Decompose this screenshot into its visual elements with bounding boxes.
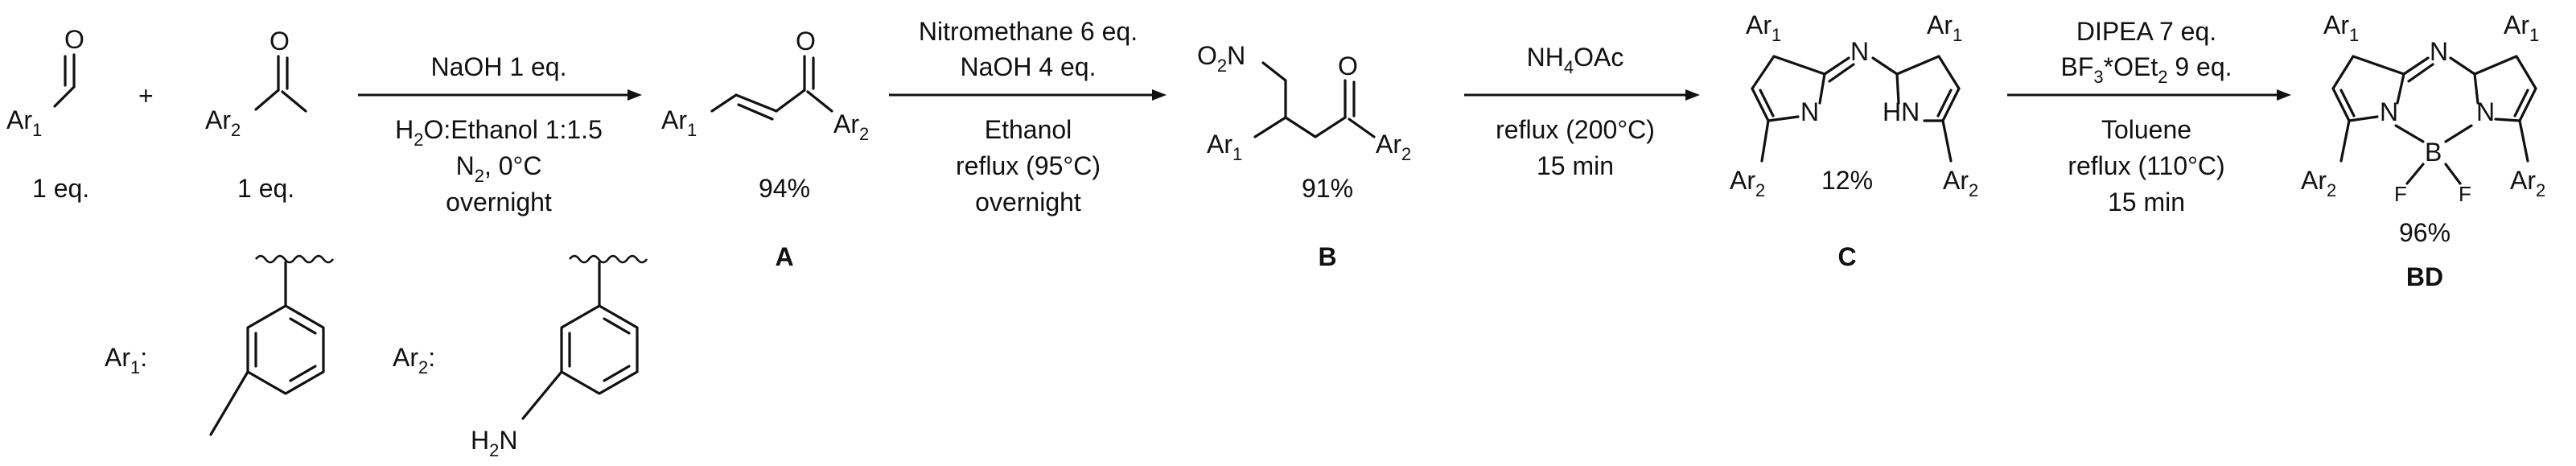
ar2-attachment-wavy-line [568,254,648,264]
ketone-oxygen: O [270,27,290,56]
A-ar1-label: Ar1 [661,105,697,140]
compound-B: O2N O Ar1 Ar2 91% B [1197,41,1411,271]
step1-atmosphere: N2, 0°C [456,151,542,186]
BD-ar2-left: Ar2 [2301,166,2336,200]
B-ar1-label: Ar1 [1207,130,1242,164]
step1-time: overnight [446,188,552,217]
step4-time: 15 min [2108,188,2185,217]
step4-solvent: Toluene [2101,115,2191,144]
step2-time: overnight [975,188,1081,217]
ar2-benzene-ring [560,304,639,395]
aldehyde-oxygen: O [64,25,84,54]
BD-ar1-left: Ar1 [2323,10,2359,45]
BD-fluorine-right: F [2459,182,2471,206]
reaction-step-1: NaOH 1 eq. H2O:Ethanol 1:1.5 N2, 0°C ove… [358,52,642,217]
reaction-step-4: DIPEA 7 eq. BF3*OEt2 9 eq. Toluene reflu… [2007,17,2291,217]
ar2-definition: Ar2: H2N [393,254,648,460]
BD-label: BD [2406,262,2443,291]
BD-N-bridge: N [2430,37,2448,66]
ketone-equiv: 1 eq. [237,174,294,203]
ar1-definition: Ar1: [105,254,335,436]
ketone-ar-label: Ar2 [205,105,241,140]
reaction-step-2: Nitromethane 6 eq. NaOH 4 eq. Ethanol re… [889,17,1167,217]
BD-ar2-right: Ar2 [2510,166,2545,200]
C-N-left: N [1800,97,1819,126]
A-yield: 94% [759,174,810,203]
A-label: A [775,242,793,271]
BD-N-left: N [2380,97,2398,126]
ar1-attachment-wavy-line [254,254,335,264]
C-ar2-left: Ar2 [1730,166,1765,200]
C-ar1-right: Ar1 [1927,10,1962,45]
compound-C: N N HN Ar1 Ar1 Ar2 Ar2 12% C [1730,10,1978,271]
aldehyde-reagent: Ar1 O 1 eq. [6,25,89,203]
ar1-benzene-ring [246,304,325,395]
step2-solvent: Ethanol [985,115,1072,144]
C-ar1-left: Ar1 [1746,10,1781,45]
BD-fluorine-left: F [2394,182,2407,206]
step3-time: 15 min [1537,151,1614,180]
aldehyde-equiv: 1 eq. [32,174,89,203]
C-yield: 12% [1821,166,1873,195]
step1-reagent: NaOH 1 eq. [431,52,567,81]
B-oxygen: O [1338,52,1358,80]
B-label: B [1318,242,1336,271]
step1-solvent: H2O:Ethanol 1:1.5 [395,115,603,150]
C-ar2-right: Ar2 [1943,166,1978,200]
step2-reagent-2: NaOH 4 eq. [961,52,1097,81]
ar2-def-label: Ar2: [393,343,435,377]
step2-reagent-1: Nitromethane 6 eq. [919,17,1138,46]
plus-sign: + [138,81,154,110]
ar1-def-label: Ar1: [105,343,147,377]
BD-yield: 96% [2399,218,2450,247]
compound-A: Ar1 O Ar2 94% A [661,27,869,271]
step4-reagent-1: DIPEA 7 eq. [2076,17,2216,46]
ketone-reagent: Ar2 O 1 eq. [205,27,307,203]
step4-reagent-2: BF3*OEt2 9 eq. [2060,52,2232,87]
BD-boron: B [2425,138,2442,167]
ar2-amine-group: H2N [471,426,517,460]
aldehyde-ar-label: Ar1 [6,105,42,140]
compound-BD: N N N B F F Ar1 Ar1 Ar2 Ar2 96% BD [2301,10,2545,291]
ar1-methyl-bond [209,370,249,436]
BD-N-right: N [2476,97,2495,126]
reaction-step-3: NH4OAc reflux (200°C) 15 min [1464,43,1700,180]
C-label: C [1837,242,1856,271]
step3-reagent: NH4OAc [1527,43,1624,77]
B-yield: 91% [1302,174,1353,203]
BD-ar1-right: Ar1 [2504,10,2539,45]
step3-conditions: reflux (200°C) [1496,115,1655,144]
B-nitro-group: O2N [1197,41,1245,76]
B-ar2-label: Ar2 [1376,130,1411,164]
step4-conditions: reflux (110°C) [2068,151,2224,180]
A-oxygen: O [796,27,816,56]
C-NH: HN [1883,97,1920,126]
C-N-bridge: N [1850,37,1869,66]
step2-conditions: reflux (95°C) [956,151,1101,180]
A-ar2-label: Ar2 [833,109,869,144]
